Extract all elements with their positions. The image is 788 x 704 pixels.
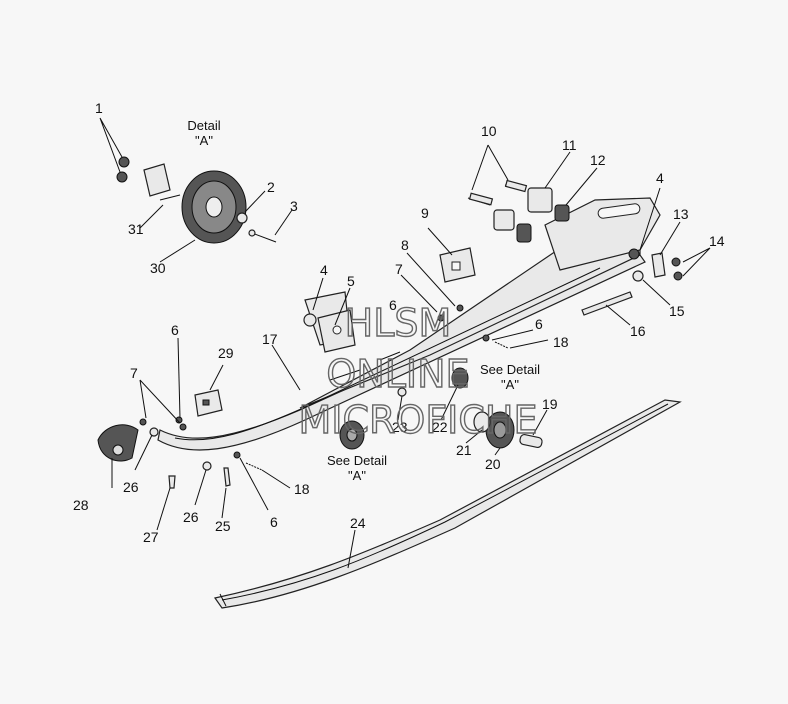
callout-21: 21 — [456, 442, 472, 458]
callout-12: 12 — [590, 152, 606, 168]
callout-2: 2 — [267, 179, 275, 195]
small-hardware — [116, 156, 509, 489]
callout-19: 19 — [542, 396, 558, 412]
callout-25: 25 — [215, 518, 231, 534]
callout-3: 3 — [290, 198, 298, 214]
ski-frame-part — [157, 221, 646, 451]
callout-15: 15 — [669, 303, 685, 319]
roller-part — [473, 411, 543, 449]
callout-17: 17 — [262, 331, 278, 347]
watermark: HLSM ONLINE MICROFICHE — [298, 300, 538, 442]
callout-20: 20 — [485, 456, 501, 472]
detail-label-right-line1: See Detail — [480, 362, 540, 377]
spindle-parts — [467, 179, 570, 243]
callout-18b: 18 — [294, 481, 310, 497]
callout-4a: 4 — [320, 262, 328, 278]
callout-16: 16 — [630, 323, 646, 339]
watermark-line2: ONLINE — [326, 352, 469, 396]
callout-13: 13 — [673, 206, 689, 222]
callout-numbers: 1 2 3 4 4 5 6 6 6 6 7 7 8 9 10 11 12 13 … — [73, 100, 725, 545]
rail-bushings — [339, 367, 469, 450]
detail-label-right: See Detail "A" — [480, 362, 540, 392]
detail-label-center-line2: "A" — [348, 468, 366, 483]
callout-23: 23 — [392, 419, 408, 435]
front-cap-part — [97, 424, 139, 462]
bolt-16-part — [581, 248, 683, 316]
watermark-line1: HLSM — [345, 301, 452, 345]
detail-label-top-line2: "A" — [195, 133, 213, 148]
callout-28: 28 — [73, 497, 89, 513]
callout-24: 24 — [350, 515, 366, 531]
callout-30: 30 — [150, 260, 166, 276]
callout-26a: 26 — [123, 479, 139, 495]
callout-6c: 6 — [171, 322, 179, 338]
pad-part — [439, 247, 476, 283]
bumper-part — [194, 389, 223, 417]
callout-6b: 6 — [535, 316, 543, 332]
watermark-line3: MICROFICHE — [298, 398, 537, 442]
detail-label-center: See Detail "A" — [327, 453, 387, 483]
callout-10: 10 — [481, 123, 497, 139]
detail-label-right-line2: "A" — [501, 377, 519, 392]
callout-31: 31 — [128, 221, 144, 237]
detail-label-top: Detail "A" — [187, 118, 220, 148]
callout-8: 8 — [401, 237, 409, 253]
callout-9: 9 — [421, 205, 429, 221]
callout-14: 14 — [709, 233, 725, 249]
leader-lines — [99, 117, 711, 569]
callout-18a: 18 — [553, 334, 569, 350]
callout-6a: 6 — [389, 297, 397, 313]
callout-27: 27 — [143, 529, 159, 545]
callout-22: 22 — [432, 419, 448, 435]
idler-wheel-part — [143, 163, 277, 244]
detail-label-center-line1: See Detail — [327, 453, 387, 468]
callout-7a: 7 — [395, 261, 403, 277]
wear-bar-part — [213, 399, 682, 609]
callout-4b: 4 — [656, 170, 664, 186]
callout-1: 1 — [95, 100, 103, 116]
detail-label-top-line1: Detail — [187, 118, 220, 133]
bracket-5-part — [317, 309, 356, 353]
callout-26b: 26 — [183, 509, 199, 525]
callout-7b: 7 — [130, 365, 138, 381]
callout-5: 5 — [347, 273, 355, 289]
callout-29: 29 — [218, 345, 234, 361]
callout-11: 11 — [562, 137, 577, 153]
callout-6d: 6 — [270, 514, 278, 530]
